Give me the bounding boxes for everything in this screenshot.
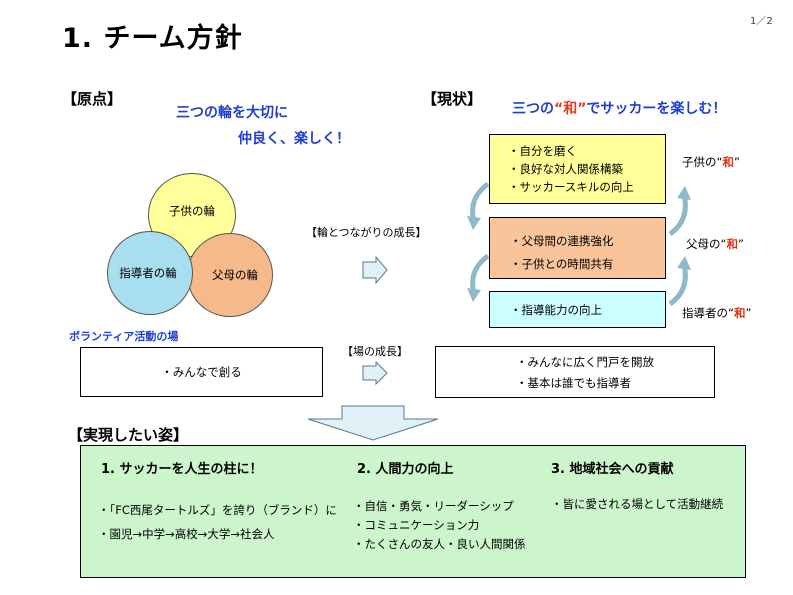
current-box-parent: ・父母間の連携強化 ・子供との時間共有 xyxy=(489,217,666,279)
current-box-child-item: ・自分を磨く xyxy=(508,144,577,158)
right-arrow-icon xyxy=(362,256,388,284)
origin-place-text: ・みんなで創る xyxy=(161,365,242,379)
wa-label-pre: 指導者の“ xyxy=(682,306,734,320)
vision-box: 1. サッカーを人生の柱に！ ・「FC西尾タートルズ」を誇り（ブランド）に ・園… xyxy=(80,445,746,578)
wa-label-post: ” xyxy=(733,155,740,169)
current-slogan-wa: “和” xyxy=(554,101,587,117)
arrow-down-icon xyxy=(467,288,481,302)
origin-place-box: ・みんなで創る xyxy=(80,347,323,397)
wa-label-post: ” xyxy=(745,306,752,320)
vision-col1-item: ・「FC西尾タートルズ」を誇り（ブランド）に xyxy=(98,503,337,517)
current-place-item: ・みんなに広く門戸を開放 xyxy=(516,355,654,369)
wa-label-wa: 和 xyxy=(726,237,738,251)
vision-col2-item: ・コミュニケーション力 xyxy=(353,518,480,532)
current-box-parent-item: ・子供との時間共有 xyxy=(510,257,614,271)
circle-child-label: 子供の輪 xyxy=(169,204,215,218)
circle-parent-label: 父母の輪 xyxy=(212,268,258,282)
right-arrow-icon xyxy=(362,361,388,385)
current-box-child-item: ・サッカースキルの向上 xyxy=(508,180,634,194)
arrow-down-icon xyxy=(467,216,481,230)
current-box-coach: ・指導能力の向上 xyxy=(489,291,666,328)
wa-label-pre: 父母の“ xyxy=(686,237,727,251)
vision-col3-title: 3. 地域社会への貢献 xyxy=(551,462,674,477)
arrow-up-icon xyxy=(677,256,691,270)
volunteer-label: ボランティア活動の場 xyxy=(69,330,179,343)
arrow-up-icon xyxy=(677,186,691,200)
wa-label-wa: 和 xyxy=(722,155,734,169)
current-place-item: ・基本は誰でも指導者 xyxy=(516,376,631,390)
wa-label-wa: 和 xyxy=(733,306,746,320)
origin-slogan-line2: 仲良く、楽しく！ xyxy=(238,131,350,147)
current-box-parent-item: ・父母間の連携強化 xyxy=(510,234,614,248)
vision-col2-item: ・たくさんの友人・良い人間関係 xyxy=(353,537,526,551)
current-box-child-item: ・良好な対人関係構築 xyxy=(508,162,623,176)
vision-col2-title: 2. 人間力の向上 xyxy=(357,462,454,477)
current-slogan-pre: 三つの xyxy=(512,101,554,117)
vision-col3-item: ・皆に愛される場として活動継続 xyxy=(551,497,724,511)
wa-label-coach: 指導者の“和” xyxy=(682,305,751,321)
wa-label-pre: 子供の“ xyxy=(682,155,723,169)
down-arrow-icon xyxy=(307,405,439,441)
current-box-coach-item: ・指導能力の向上 xyxy=(510,303,602,317)
wa-label-post: ” xyxy=(737,237,744,251)
current-heading: 【現状】 xyxy=(422,90,483,108)
origin-slogan-line1: 三つの輪を大切に xyxy=(176,105,288,121)
place-growth-label: 【場の成長】 xyxy=(342,345,408,358)
current-box-child: ・自分を磨く ・良好な対人関係構築 ・サッカースキルの向上 xyxy=(489,134,666,204)
vision-heading: 【実現したい姿】 xyxy=(68,426,189,444)
circle-parent: 父母の輪 xyxy=(187,233,273,317)
page-title: 1. チーム方針 xyxy=(62,23,243,54)
wa-label-parent: 父母の“和” xyxy=(686,236,744,252)
vision-col2-item: ・自信・勇気・リーダーシップ xyxy=(353,499,514,513)
current-slogan: 三つの“和”でサッカーを楽しむ！ xyxy=(512,98,726,118)
wa-label-child: 子供の“和” xyxy=(682,154,740,170)
vision-col1-item: ・園児→中学→高校→大学→社会人 xyxy=(98,527,275,541)
circle-coach: 指導者の輪 xyxy=(107,231,193,315)
current-place-box: ・みんなに広く門戸を開放 ・基本は誰でも指導者 xyxy=(435,346,715,398)
cycle-arrows-right xyxy=(668,186,691,307)
origin-heading: 【原点】 xyxy=(62,90,123,108)
vision-col1-title: 1. サッカーを人生の柱に！ xyxy=(101,462,263,477)
rings-growth-label: 【輪とつながりの成長】 xyxy=(306,226,427,239)
current-slogan-post: でサッカーを楽しむ！ xyxy=(586,101,727,117)
cycle-arrows-left xyxy=(467,181,490,302)
page-number: 1／2 xyxy=(750,16,773,27)
circle-coach-label: 指導者の輪 xyxy=(119,266,177,280)
